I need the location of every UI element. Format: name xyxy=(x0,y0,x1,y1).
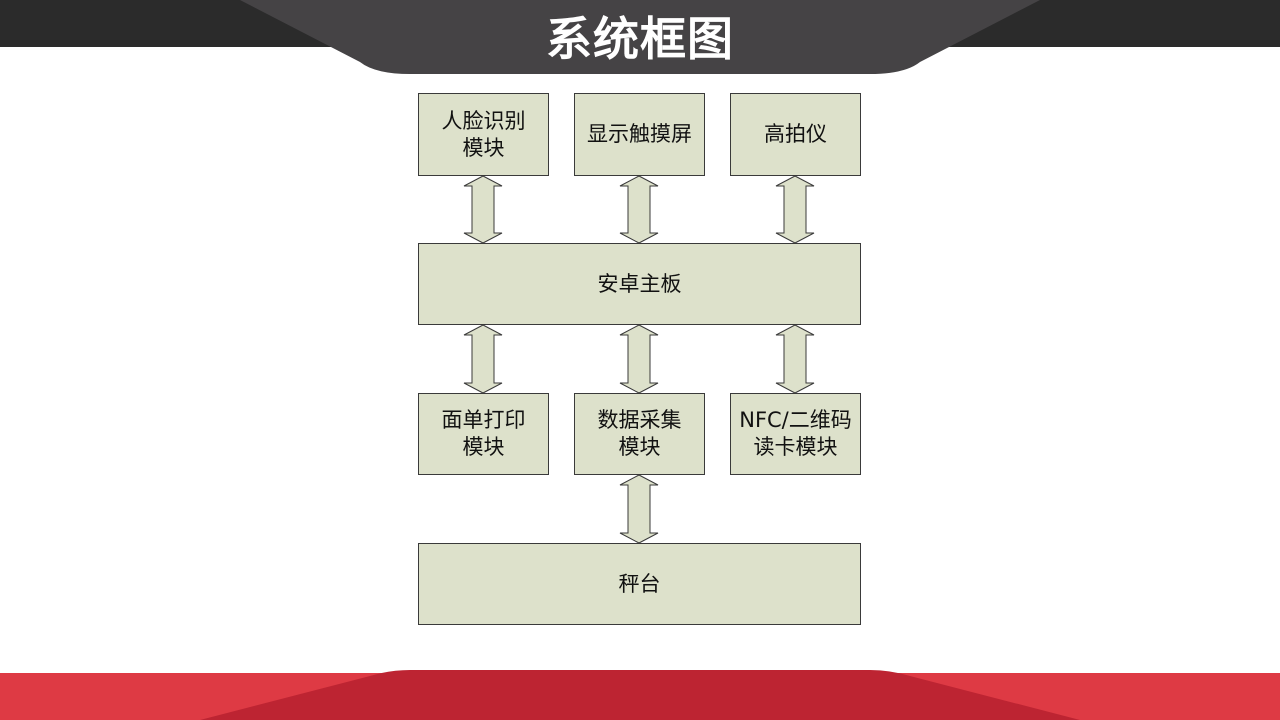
block-label-printing-label: 面单打印 模块 xyxy=(441,408,526,459)
block-scale-platform: 秤台 xyxy=(418,543,861,625)
block-touch-screen: 显示触摸屏 xyxy=(574,93,705,176)
arrow-camera-board xyxy=(775,175,815,244)
block-touch-screen-label: 显示触摸屏 xyxy=(587,122,692,146)
arrow-touch-board xyxy=(619,175,659,244)
arrow-acquisition-scale xyxy=(619,474,659,544)
arrow-board-acquisition xyxy=(619,324,659,394)
block-document-camera-label: 高拍仪 xyxy=(764,122,827,146)
arrow-board-printing xyxy=(463,324,503,394)
slide-title: 系统框图 xyxy=(546,12,734,66)
block-data-acquisition-label: 数据采集 模块 xyxy=(597,408,682,459)
arrow-board-reader xyxy=(775,324,815,394)
header-title-tab xyxy=(240,0,1040,74)
footer-center-shape xyxy=(200,670,1080,720)
block-nfc-qr-reader: NFC/二维码 读卡模块 xyxy=(730,393,861,475)
block-android-board-label: 安卓主板 xyxy=(597,271,682,296)
block-scale-platform-label: 秤台 xyxy=(618,571,661,596)
block-face-recognition-label: 人脸识别 模块 xyxy=(441,108,526,160)
block-document-camera: 高拍仪 xyxy=(730,93,861,176)
block-android-board: 安卓主板 xyxy=(418,243,861,325)
block-nfc-qr-reader-label: NFC/二维码 读卡模块 xyxy=(739,408,852,459)
block-label-printing: 面单打印 模块 xyxy=(418,393,549,475)
block-data-acquisition: 数据采集 模块 xyxy=(574,393,705,475)
arrow-face-board xyxy=(463,175,503,244)
block-face-recognition: 人脸识别 模块 xyxy=(418,93,549,176)
